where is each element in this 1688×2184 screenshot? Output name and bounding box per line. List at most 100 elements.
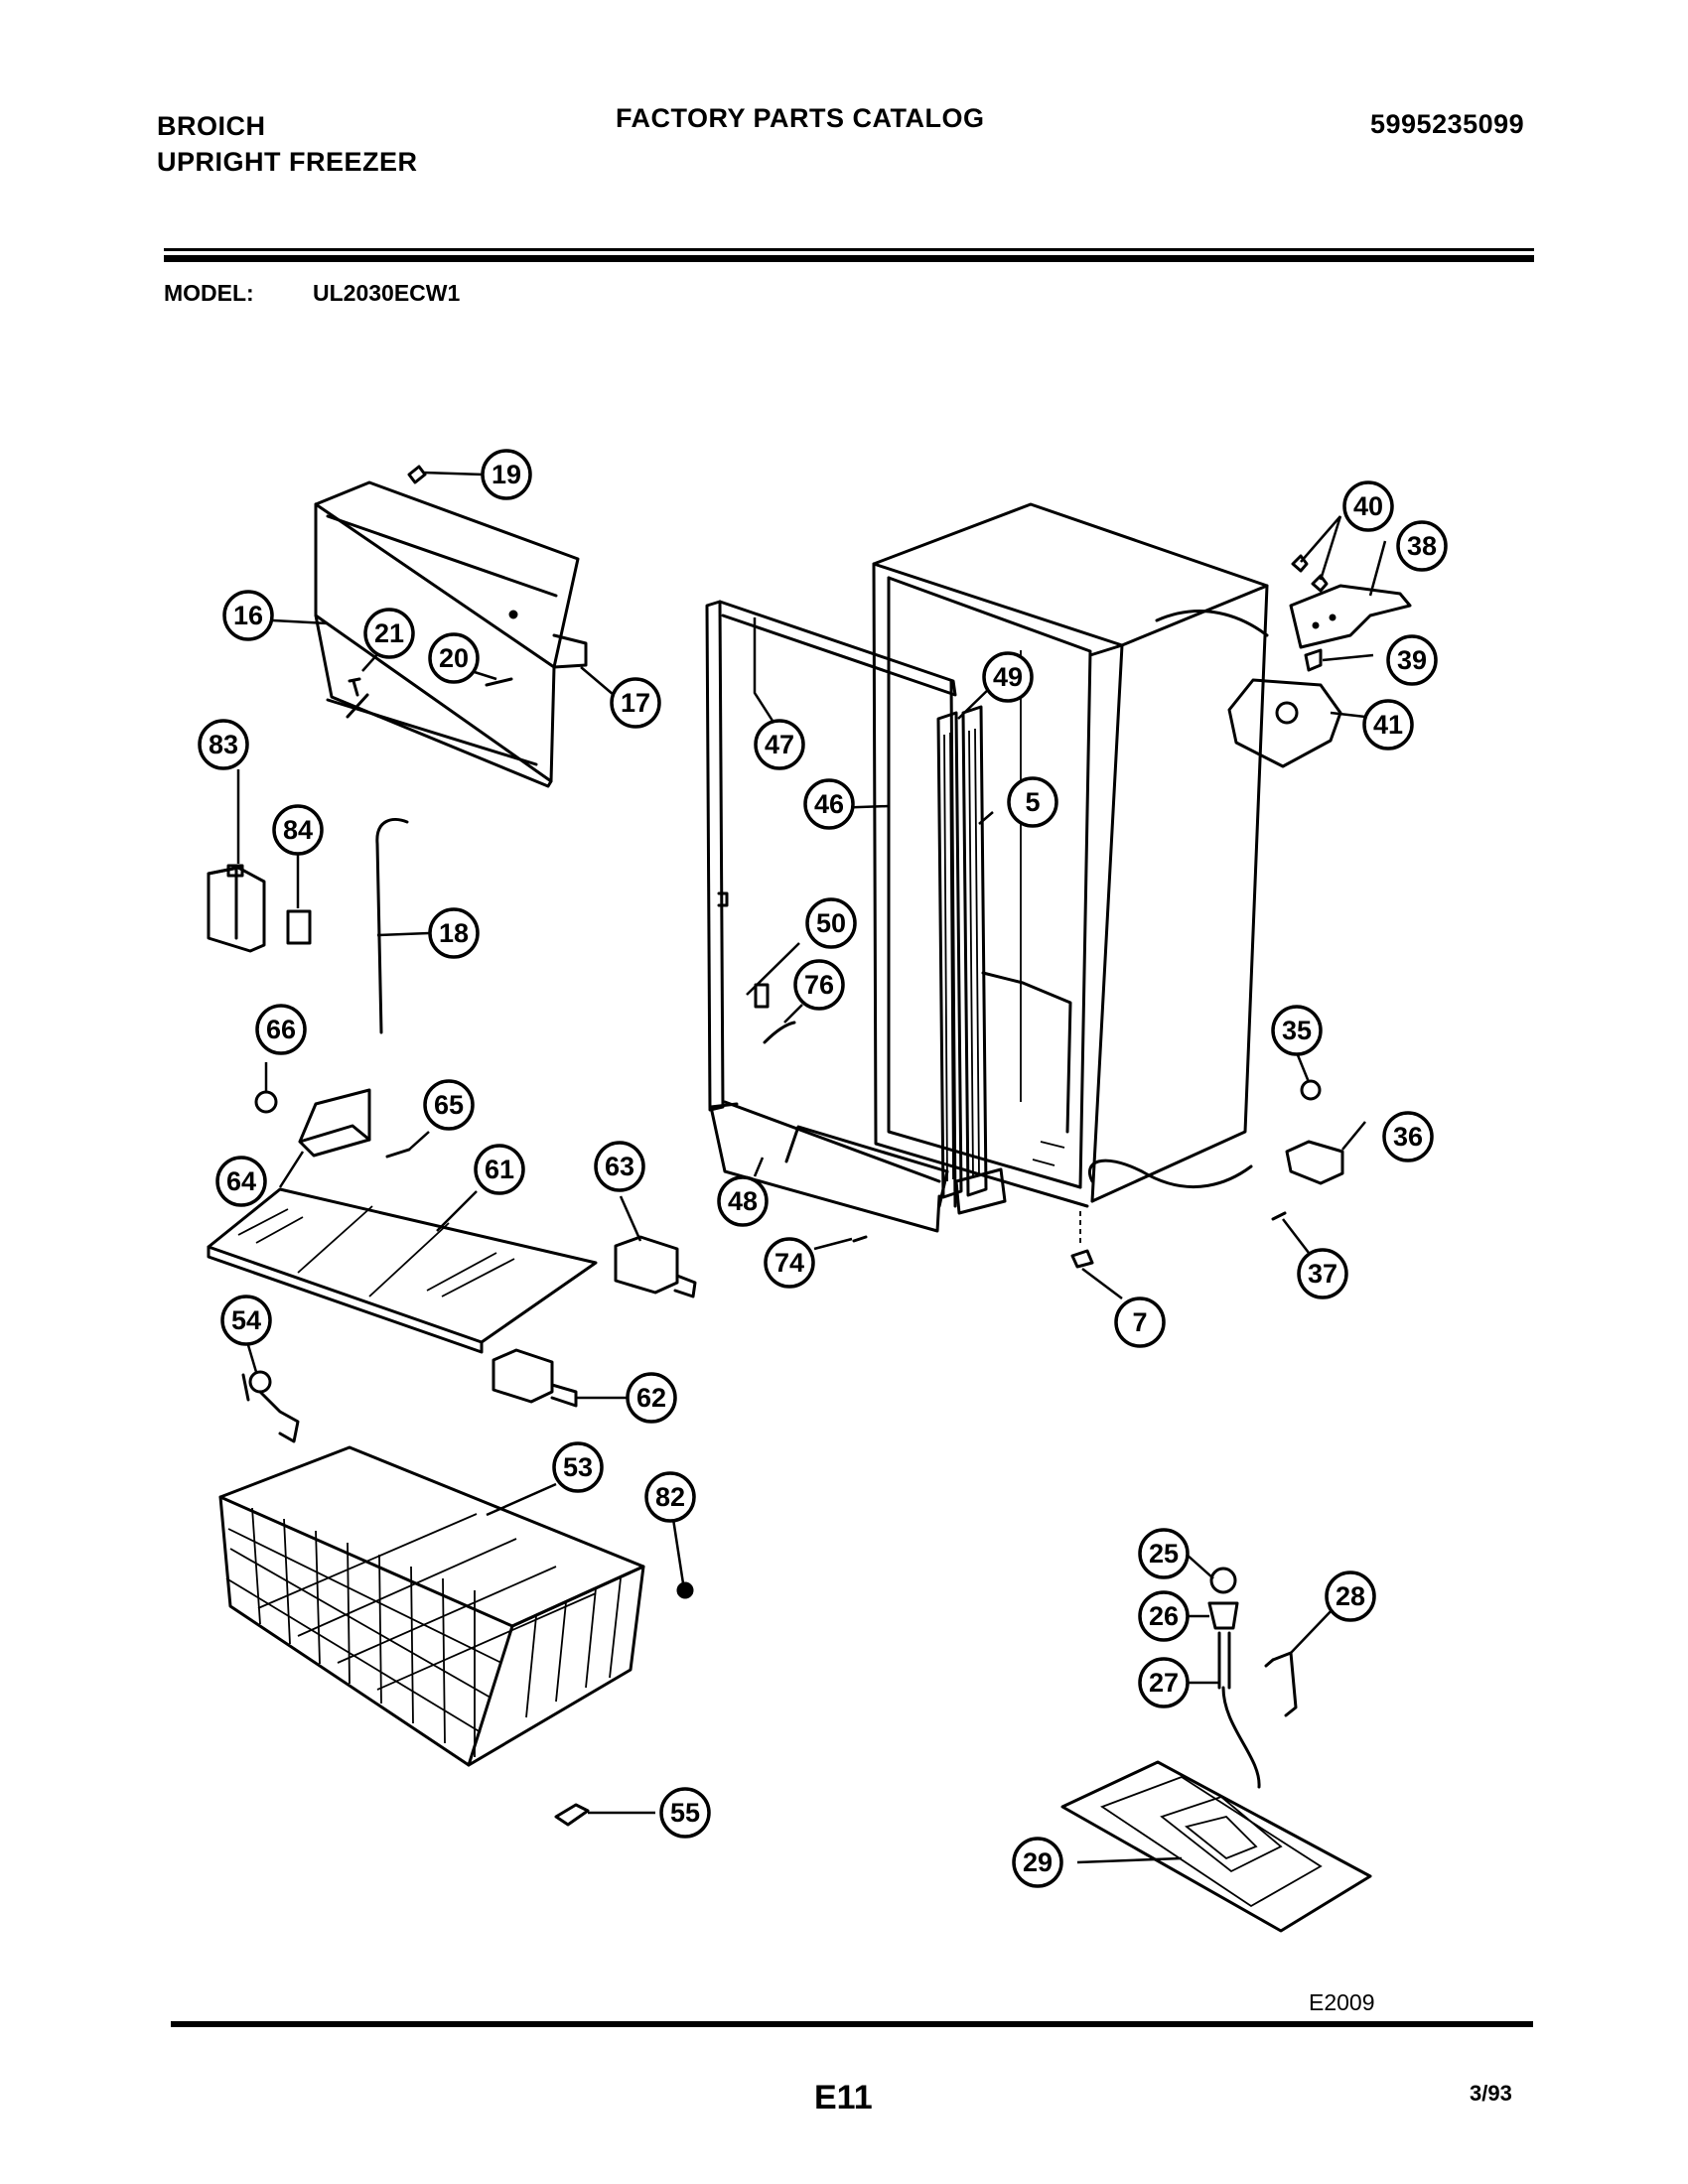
callout-37[interactable]: 37 [1297, 1248, 1348, 1299]
callout-5[interactable]: 5 [1007, 776, 1058, 828]
catalog-number: 5995235099 [1370, 109, 1525, 139]
callout-19[interactable]: 19 [481, 449, 532, 500]
callout-39[interactable]: 39 [1386, 634, 1438, 686]
callout-25[interactable]: 25 [1138, 1528, 1190, 1579]
svg-text:74: 74 [774, 1248, 804, 1278]
screw-40a-icon [1291, 554, 1309, 573]
svg-text:61: 61 [485, 1155, 514, 1184]
callout-76[interactable]: 76 [793, 959, 845, 1011]
plug-82-icon [676, 1581, 694, 1599]
figure-code: E2009 [1309, 1989, 1375, 2015]
callout-38[interactable]: 38 [1396, 520, 1448, 572]
callout-82[interactable]: 82 [644, 1471, 696, 1523]
callout-66[interactable]: 66 [255, 1004, 307, 1055]
callout-47[interactable]: 47 [754, 719, 805, 770]
svg-text:16: 16 [233, 601, 263, 630]
callout-18[interactable]: 18 [428, 907, 480, 959]
callout-26[interactable]: 26 [1138, 1590, 1190, 1642]
capillary-tube-18 [375, 818, 409, 1034]
model-label: MODEL: [164, 280, 254, 306]
hinge-pin-39-icon [1304, 648, 1323, 672]
svg-text:63: 63 [605, 1152, 634, 1181]
thermostat-control-box [207, 864, 266, 953]
callout-83[interactable]: 83 [198, 719, 249, 770]
svg-text:39: 39 [1397, 645, 1427, 675]
freezer-cabinet [872, 502, 1269, 1208]
svg-text:82: 82 [655, 1482, 685, 1512]
svg-text:28: 28 [1336, 1581, 1365, 1611]
door-stop-wire [763, 1021, 796, 1044]
svg-text:20: 20 [439, 643, 469, 673]
callout-28[interactable]: 28 [1325, 1570, 1376, 1622]
svg-text:29: 29 [1023, 1847, 1053, 1877]
svg-text:55: 55 [670, 1798, 700, 1828]
callout-27[interactable]: 27 [1138, 1657, 1190, 1708]
callout-36[interactable]: 36 [1382, 1111, 1434, 1162]
callout-55[interactable]: 55 [659, 1787, 711, 1839]
header-rule-thin [164, 248, 1534, 251]
shelf-support-63 [614, 1235, 697, 1298]
drain-plug-25-icon [1209, 1567, 1237, 1594]
svg-text:50: 50 [816, 908, 846, 938]
svg-text:27: 27 [1149, 1668, 1179, 1698]
callout-21[interactable]: 21 [363, 608, 415, 659]
svg-text:48: 48 [728, 1186, 758, 1216]
callout-7[interactable]: 7 [1114, 1297, 1166, 1348]
svg-text:62: 62 [636, 1383, 666, 1413]
callout-54[interactable]: 54 [220, 1295, 272, 1346]
svg-text:66: 66 [266, 1015, 296, 1044]
power-cord-top [1155, 610, 1269, 637]
callout-17[interactable]: 17 [610, 677, 661, 729]
screw-20-icon [485, 677, 513, 687]
svg-text:83: 83 [209, 730, 238, 759]
callout-53[interactable]: 53 [552, 1441, 604, 1493]
svg-text:35: 35 [1282, 1016, 1312, 1045]
svg-text:26: 26 [1149, 1601, 1179, 1631]
screw-40b-icon [1311, 574, 1329, 593]
svg-text:84: 84 [283, 815, 313, 845]
svg-text:38: 38 [1407, 531, 1437, 561]
screw-65-icon [385, 1148, 411, 1159]
svg-text:41: 41 [1373, 710, 1403, 740]
svg-text:65: 65 [434, 1090, 464, 1120]
callout-74[interactable]: 74 [764, 1237, 815, 1289]
bottom-hinge-36 [1285, 1140, 1344, 1185]
svg-text:40: 40 [1353, 491, 1383, 521]
callout-65[interactable]: 65 [423, 1079, 475, 1131]
svg-text:5: 5 [1025, 787, 1040, 817]
callout-40[interactable]: 40 [1342, 480, 1394, 532]
callout-29[interactable]: 29 [1012, 1837, 1063, 1888]
shelf-bracket-64 [298, 1088, 371, 1158]
callout-35[interactable]: 35 [1271, 1005, 1323, 1056]
drain-adapter-26-icon [1207, 1601, 1239, 1630]
callout-20[interactable]: 20 [428, 632, 480, 684]
control-knob-84 [286, 909, 312, 945]
callout-61[interactable]: 61 [474, 1144, 525, 1195]
brand-name: BROICH [157, 111, 266, 141]
power-cord-bottom [1088, 1159, 1253, 1188]
glass-shelf-61 [207, 1187, 598, 1354]
wire-basket-53 [218, 1445, 645, 1767]
callout-41[interactable]: 41 [1362, 699, 1414, 751]
hinge-cover-41 [1227, 678, 1342, 768]
door-stop-76-icon [754, 983, 770, 1009]
callout-62[interactable]: 62 [626, 1372, 677, 1424]
leveling-leg-7-icon [1070, 1249, 1094, 1269]
svg-text:47: 47 [765, 730, 794, 759]
callout-49[interactable]: 49 [982, 651, 1034, 703]
screw-74-icon [852, 1235, 868, 1243]
callout-16[interactable]: 16 [222, 590, 274, 641]
callout-84[interactable]: 84 [272, 804, 324, 856]
date-code: 3/93 [1470, 2081, 1512, 2106]
callout-46[interactable]: 46 [803, 778, 855, 830]
callout-64[interactable]: 64 [215, 1156, 267, 1207]
header-rule-thick [164, 255, 1534, 262]
svg-text:53: 53 [563, 1452, 593, 1482]
callout-50[interactable]: 50 [805, 897, 857, 949]
callout-48[interactable]: 48 [717, 1175, 769, 1227]
callout-63[interactable]: 63 [594, 1141, 645, 1192]
model-number: UL2030ECW1 [313, 280, 461, 306]
svg-text:18: 18 [439, 918, 469, 948]
